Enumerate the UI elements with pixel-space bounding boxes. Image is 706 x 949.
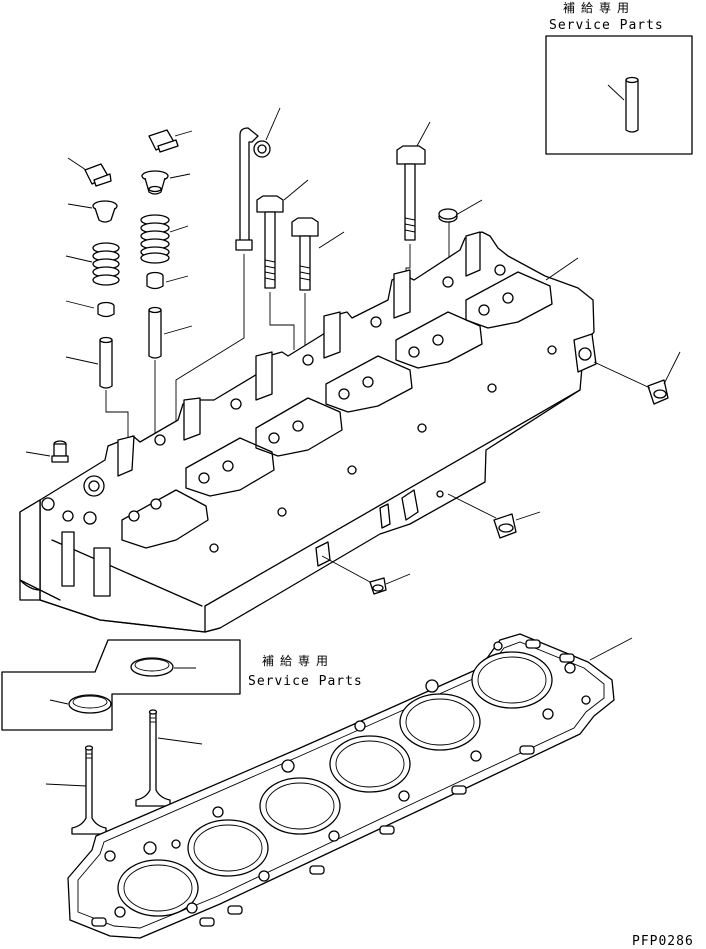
installed-valves <box>128 292 514 522</box>
service-parts-en-label-mid: Service Parts <box>248 674 363 689</box>
dowel-pin-part <box>607 76 639 133</box>
service-parts-box-top: 補給専用 Service Parts <box>545 1 693 155</box>
cylinder-head-gasket-part <box>67 633 633 939</box>
valve-stem-seal-parts <box>65 271 189 318</box>
service-parts-frame-mid <box>1 639 241 731</box>
valve-spring-parts <box>65 214 189 286</box>
service-parts-frame-top <box>545 35 693 155</box>
water-pipe-part <box>175 107 281 428</box>
plug-parts <box>25 351 681 595</box>
drawing-code: PFP0286 <box>632 934 694 949</box>
service-parts-jp-label-mid: 補給専用 <box>262 654 334 668</box>
service-parts-en-label-top: Service Parts <box>549 18 664 33</box>
valve-spring-retainer-parts <box>67 170 191 223</box>
valve-seat-insert-parts <box>49 657 196 714</box>
service-parts-jp-label-top: 補給専用 <box>563 1 635 15</box>
service-parts-box-mid: 補給専用 Service Parts <box>1 639 363 731</box>
cylinder-head-part <box>19 231 597 633</box>
valve-collet-parts <box>67 129 193 187</box>
cylinder-head-bolt-parts <box>256 121 483 374</box>
